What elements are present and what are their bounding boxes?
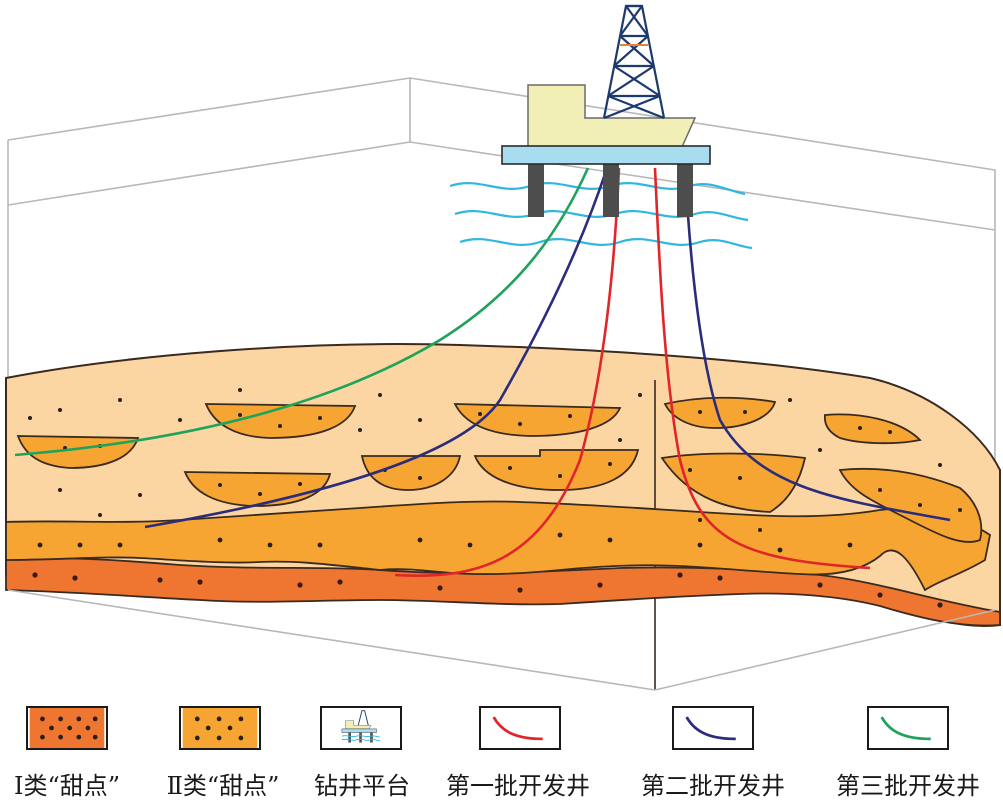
- legend-item-well3: 第三批开发井: [823, 700, 993, 805]
- platform-leg: [603, 163, 619, 217]
- class1-basal-layer: [5, 557, 1001, 627]
- blue-well: [144, 167, 609, 529]
- rock-grain-dots: [28, 388, 962, 553]
- reservoir-block-diagram: [5, 4, 1001, 691]
- first-batch-well-swatch: [479, 706, 561, 750]
- lens: [823, 413, 922, 445]
- wells-batch-3: [14, 167, 590, 457]
- legend-item-well2: 第二批开发井: [628, 700, 798, 805]
- second-batch-well-swatch: [672, 706, 754, 750]
- legend-label-well3: 第三批开发井: [836, 772, 980, 800]
- lens: [204, 403, 357, 439]
- drilling-platform-icon: [501, 4, 711, 217]
- lens: [660, 452, 807, 513]
- legend-label-platform: 钻井平台: [314, 772, 410, 800]
- legend-item-class1: Ⅰ类“甜点”: [0, 700, 152, 805]
- class2-sweet-spot-swatch: [179, 706, 261, 750]
- lens: [838, 467, 983, 543]
- red-well: [653, 167, 871, 570]
- lens: [453, 403, 622, 437]
- class2-lower-layer: [5, 500, 992, 592]
- wells-batch-1: [394, 167, 871, 577]
- class1-grain-dots: [32, 572, 943, 608]
- platform-leg: [528, 163, 544, 217]
- lens: [360, 455, 462, 491]
- third-batch-well-swatch: [867, 706, 949, 750]
- legend-label-well2: 第二批开发井: [641, 772, 785, 800]
- sea-waves: [449, 182, 753, 250]
- legend-label-well1: 第一批开发井: [446, 772, 590, 800]
- legend-item-well1: 第一批开发井: [433, 700, 603, 805]
- legend: Ⅰ类“甜点” Ⅱ类“甜点”: [0, 700, 1003, 805]
- legend-item-platform: 钻井平台: [277, 700, 447, 805]
- lens: [663, 396, 777, 429]
- legend-label-class2: Ⅱ类“甜点”: [166, 772, 280, 800]
- wells-batch-2: [144, 167, 951, 529]
- drilling-platform-icon: [320, 706, 402, 750]
- legend-label-class1: Ⅰ类“甜点”: [13, 772, 121, 800]
- derrick: [602, 4, 666, 120]
- blue-well: [683, 167, 951, 522]
- block-outline-front: [7, 589, 996, 691]
- legend-item-class2: Ⅱ类“甜点”: [138, 700, 308, 805]
- platform-deck: [501, 145, 711, 165]
- class1-sweet-spot-swatch: [26, 706, 108, 750]
- green-well: [14, 167, 590, 457]
- platform-leg: [677, 163, 693, 217]
- red-well: [394, 167, 621, 577]
